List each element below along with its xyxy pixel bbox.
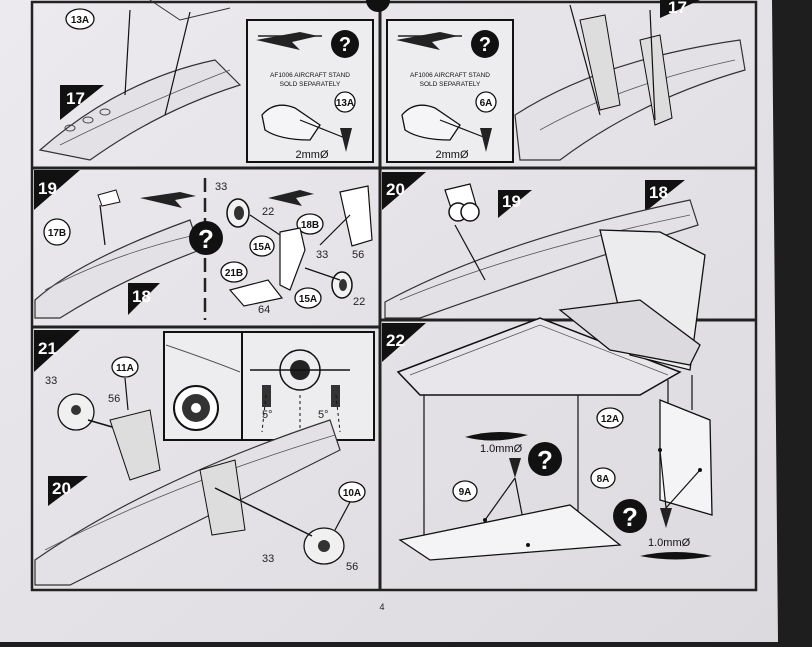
question-icon: ? [339,34,351,56]
stand-note-line1: AF1006 AIRCRAFT STAND [270,72,350,79]
step-number-22: 22 [386,331,405,350]
step-ref-17-left: 17 [66,89,85,108]
angle-left: 5° [262,409,273,421]
callout-15a-bottom: 15A [299,294,317,305]
step-ref-18: 18 [649,183,668,202]
step-19: 19 17B ? 18 33 22 18B 56 15A 33 21B 15A … [34,170,373,319]
top-left-fragment: 13A 17 [38,0,242,161]
page-frame [30,0,758,592]
step-20: 20 19 18 [382,172,699,319]
stand-note-line2: SOLD SEPARATELY [420,81,481,88]
step-number-20: 20 [386,180,405,199]
stand-note-line2: SOLD SEPARATELY [280,81,341,88]
label-33: 33 [45,375,57,387]
label-56: 56 [352,249,364,261]
question-icon: ? [198,224,214,254]
step-number-19: 19 [38,179,57,198]
step-ref-18: 18 [132,287,151,306]
callout-18b: 18B [301,220,319,231]
callout-15a-top: 15A [253,242,271,253]
callout-8a: 8A [597,474,610,485]
callout-6a-stand: 6A [480,98,493,109]
label-33-lower: 33 [262,553,274,565]
stand-panel-left: ? AF1006 AIRCRAFT STAND SOLD SEPARATELY … [246,19,374,163]
label-33-lower: 33 [316,249,328,261]
drill-1mm-top: 1.0mmØ [480,443,523,455]
callout-11a: 11A [116,363,134,374]
stand-panel-right: ? AF1006 AIRCRAFT STAND SOLD SEPARATELY … [386,19,514,163]
callout-10a: 10A [343,488,361,499]
callout-12a: 12A [601,414,619,425]
label-33: 33 [215,181,227,193]
label-22-bottom: 22 [353,296,365,308]
page-number: 4 [379,602,384,612]
callout-21b: 21B [225,268,243,279]
drill-1mm-bottom: 1.0mmØ [648,537,691,549]
step-21: 21 11A 33 56 5° 5° 20 10A 33 [34,330,375,586]
label-56-lower: 56 [346,561,358,573]
top-right-fragment: 17 [514,0,746,161]
question-icon: ? [537,445,553,475]
question-icon: ? [622,502,638,532]
callout-17b: 17B [48,228,66,239]
question-icon-partial [366,0,390,12]
angle-right: 5° [318,409,329,421]
callout-13a: 13A [71,15,89,26]
label-64: 64 [258,304,270,316]
step-ref-17-right: 17 [668,0,687,17]
label-22-top: 22 [262,206,274,218]
part-ref-19: 19 [502,192,521,211]
callout-13a-stand: 13A [336,98,354,109]
step-ref-20: 20 [52,479,71,498]
step-22: 22 1.0mmØ ? 9A 12A 8A ? 1.0mmØ [382,229,713,561]
drill-2mm-left: 2mmØ [296,149,329,161]
step-number-21: 21 [38,339,57,358]
label-56: 56 [108,393,120,405]
stand-note-line1: AF1006 AIRCRAFT STAND [410,72,490,79]
drill-2mm-right: 2mmØ [436,149,469,161]
question-icon: ? [479,34,491,56]
callout-9a: 9A [459,487,472,498]
